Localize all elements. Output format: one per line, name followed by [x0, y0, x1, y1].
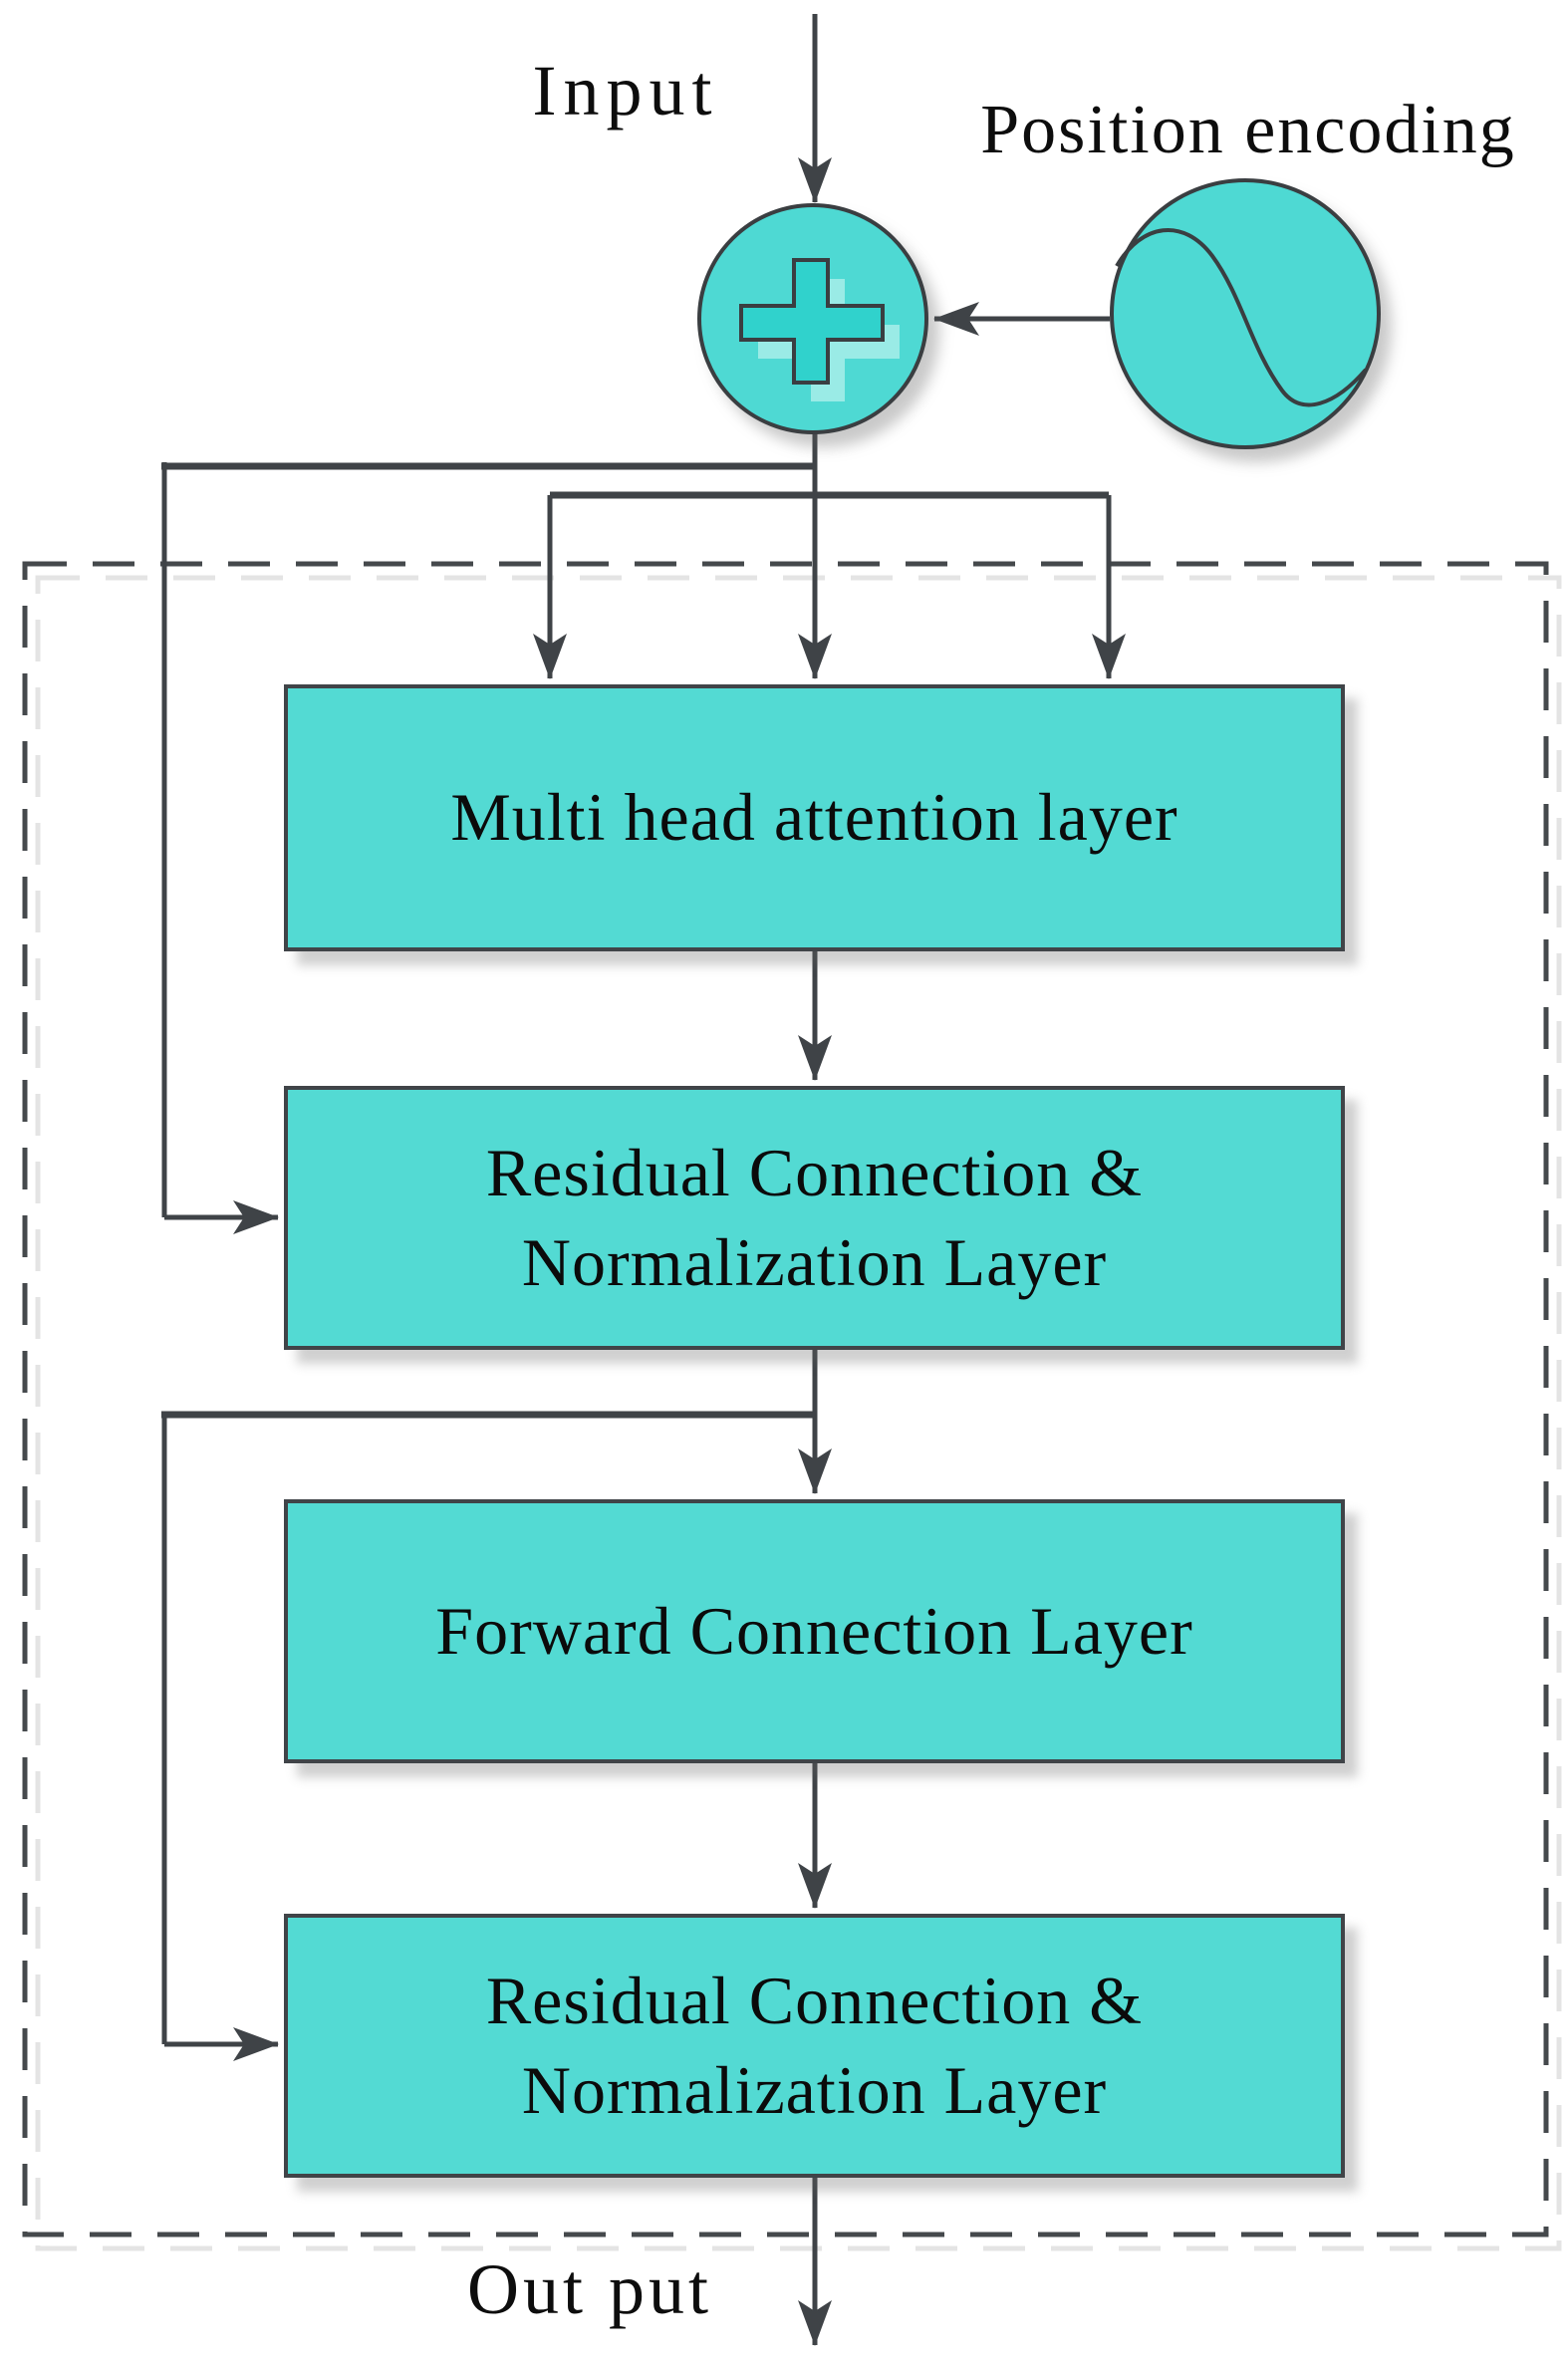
- residual-norm-2-label-line2: Normalization Layer: [521, 2051, 1108, 2128]
- plus-icon: [739, 258, 885, 385]
- input-label: Input: [532, 51, 719, 131]
- residual-norm-box-1: Residual Connection & Normalization Laye…: [284, 1086, 1345, 1350]
- encoder-boundary-shadow: [35, 575, 1562, 2251]
- multi-head-attention-box: Multi head attention layer: [284, 684, 1345, 951]
- residual-norm-box-2: Residual Connection & Normalization Laye…: [284, 1914, 1345, 2178]
- multi-head-attention-label: Multi head attention layer: [450, 779, 1178, 856]
- residual-norm-1-label-line2: Normalization Layer: [521, 1223, 1108, 1300]
- position-encoding-node: [1110, 178, 1381, 449]
- output-label: Out put: [466, 2249, 713, 2329]
- residual-norm-2-label-line1: Residual Connection &: [485, 1962, 1144, 2038]
- connector-segments: [161, 462, 1109, 2044]
- sum-node: [697, 203, 928, 434]
- arrow-connectors: [164, 14, 1126, 2346]
- position-encoding-circle: [1110, 178, 1381, 449]
- forward-connection-label: Forward Connection Layer: [435, 1592, 1193, 1669]
- sine-wave-icon: [1115, 228, 1368, 407]
- forward-connection-box: Forward Connection Layer: [284, 1499, 1345, 1763]
- position-encoding-label: Position encoding: [980, 92, 1516, 168]
- residual-norm-1-label-line1: Residual Connection &: [485, 1134, 1144, 1210]
- encoder-dashed-boundary: [22, 561, 1549, 2237]
